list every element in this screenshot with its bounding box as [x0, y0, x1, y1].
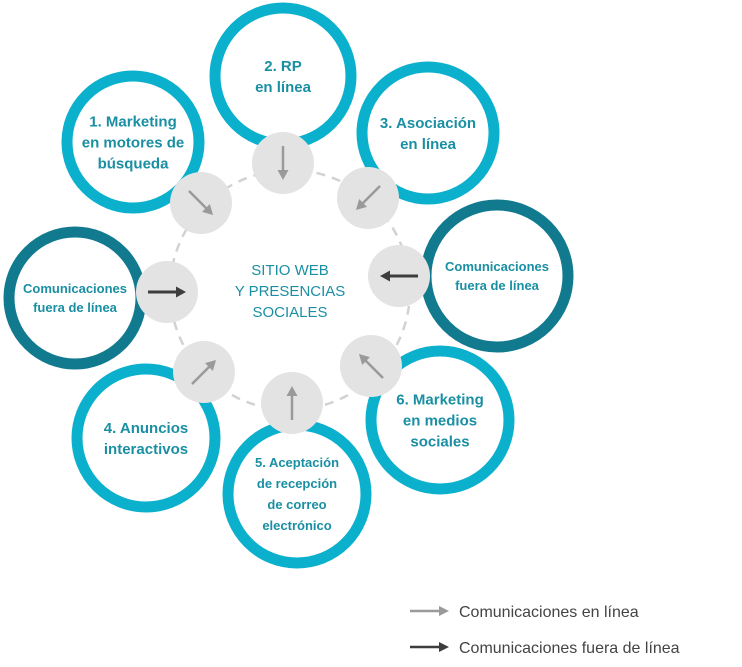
- node-label-line: sociales: [410, 433, 469, 450]
- node-label-line: 5. Aceptación: [255, 455, 339, 470]
- center-label: SITIO WEB Y PRESENCIAS SOCIALES: [235, 262, 346, 321]
- node-ring: [222, 419, 372, 569]
- node-label-line: 1. Marketing: [89, 113, 177, 130]
- connector-medios-sociales: [340, 335, 402, 397]
- node-ring: [209, 2, 357, 150]
- arrow-down-icon: [277, 146, 289, 180]
- node-ring: [71, 363, 221, 513]
- channel-nodes: 2. RP en línea 3. Asociación en líneaComuni…: [3, 2, 574, 569]
- legend-offline-label: Comunicaciones fuera de línea: [459, 640, 680, 657]
- arrow-up-right-icon: [191, 359, 217, 385]
- node-ring: [356, 61, 500, 205]
- connector-anuncios: [173, 341, 235, 403]
- node-anuncios: 4. Anuncios interactivos: [71, 363, 221, 513]
- legend-online-label: Comunicaciones en línea: [459, 604, 639, 621]
- connector-asociacion: [337, 167, 399, 229]
- node-rp: 2. RP en línea: [209, 2, 357, 150]
- node-label-line: 3. Asociación: [380, 115, 476, 132]
- node-ring: [365, 345, 515, 495]
- connector-correo: [261, 372, 323, 434]
- center-label-line-3: SOCIALES: [252, 304, 327, 321]
- connector-motores: [170, 172, 232, 234]
- arrow-up-left-icon: [358, 353, 384, 379]
- arrow-right-icon: [148, 286, 186, 298]
- node-label-line: 6. Marketing: [396, 391, 484, 408]
- connector-offline-left: [136, 261, 198, 323]
- node-label-line: búsqueda: [98, 155, 169, 172]
- node-label-line: Comunicaciones: [445, 259, 549, 274]
- node-correo: 5. Aceptación de recepción de correo electr…: [222, 419, 372, 569]
- connector-arrows: [136, 132, 430, 434]
- connector-offline-right: [368, 245, 430, 307]
- node-label-line: 4. Anuncios: [104, 420, 188, 437]
- connector-rp: [252, 132, 314, 194]
- node-offline-left: Comunicaciones fuera de línea: [3, 226, 147, 370]
- center-label-line-1: SITIO WEB: [251, 262, 329, 279]
- node-ring: [420, 199, 574, 353]
- node-label-line: en motores de: [82, 134, 185, 151]
- node-label-line: fuera de línea: [455, 278, 540, 293]
- node-ring: [61, 70, 205, 214]
- node-motores: 1. Marketing en motores de búsqueda: [61, 70, 205, 214]
- node-label-line: en medios: [403, 412, 477, 429]
- arrow-down-left-icon: [355, 185, 381, 211]
- node-label-line: de recepción: [257, 476, 337, 491]
- node-label-line: 2. RP: [264, 58, 302, 75]
- node-label-line: electrónico: [262, 518, 331, 533]
- node-medios-sociales: 6. Marketing en medios sociales: [365, 345, 515, 495]
- node-label-line: interactivos: [104, 441, 188, 458]
- arrow-down-right-icon: [188, 190, 214, 216]
- node-label-line: en línea: [400, 136, 457, 153]
- node-label-line: fuera de línea: [33, 300, 118, 315]
- arrow-up-icon: [286, 386, 298, 420]
- node-label-line: de correo: [267, 497, 326, 512]
- legend: Comunicaciones en línea Comunicaciones f…: [410, 604, 680, 657]
- node-label-line: Comunicaciones: [23, 281, 127, 296]
- center-label-line-2: Y PRESENCIAS: [235, 283, 346, 300]
- node-asociacion: 3. Asociación en línea: [356, 61, 500, 205]
- node-offline-right: Comunicaciones fuera de línea: [420, 199, 574, 353]
- arrow-left-icon: [380, 270, 418, 282]
- node-label-line: en línea: [255, 79, 312, 96]
- node-ring: [3, 226, 147, 370]
- legend-online-arrow-icon: [410, 606, 449, 616]
- legend-offline-arrow-icon: [410, 642, 449, 652]
